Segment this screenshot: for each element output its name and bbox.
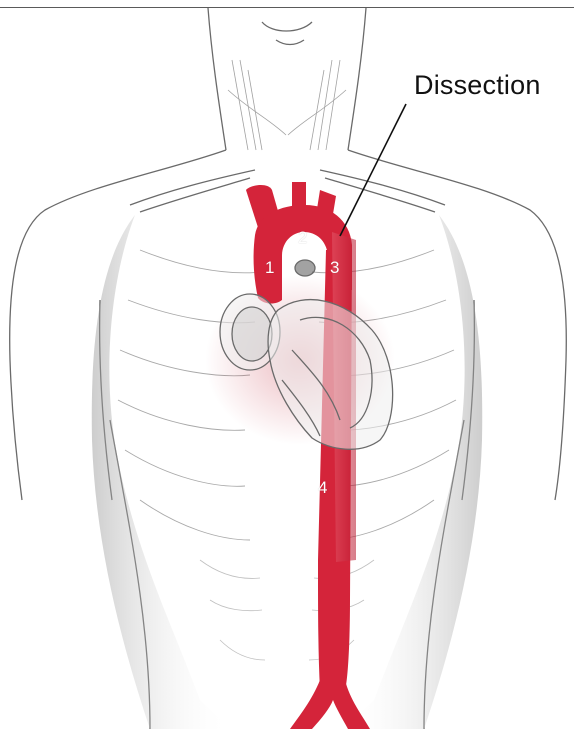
segment-label-1: 1 <box>265 258 274 278</box>
segment-label-3: 3 <box>330 258 339 278</box>
dissection-pointer-line <box>340 104 406 236</box>
dissection-label: Dissection <box>414 70 541 101</box>
segment-label-2: 2 <box>298 228 307 248</box>
segment-label-4: 4 <box>318 478 327 498</box>
neck-hatching <box>228 60 346 150</box>
